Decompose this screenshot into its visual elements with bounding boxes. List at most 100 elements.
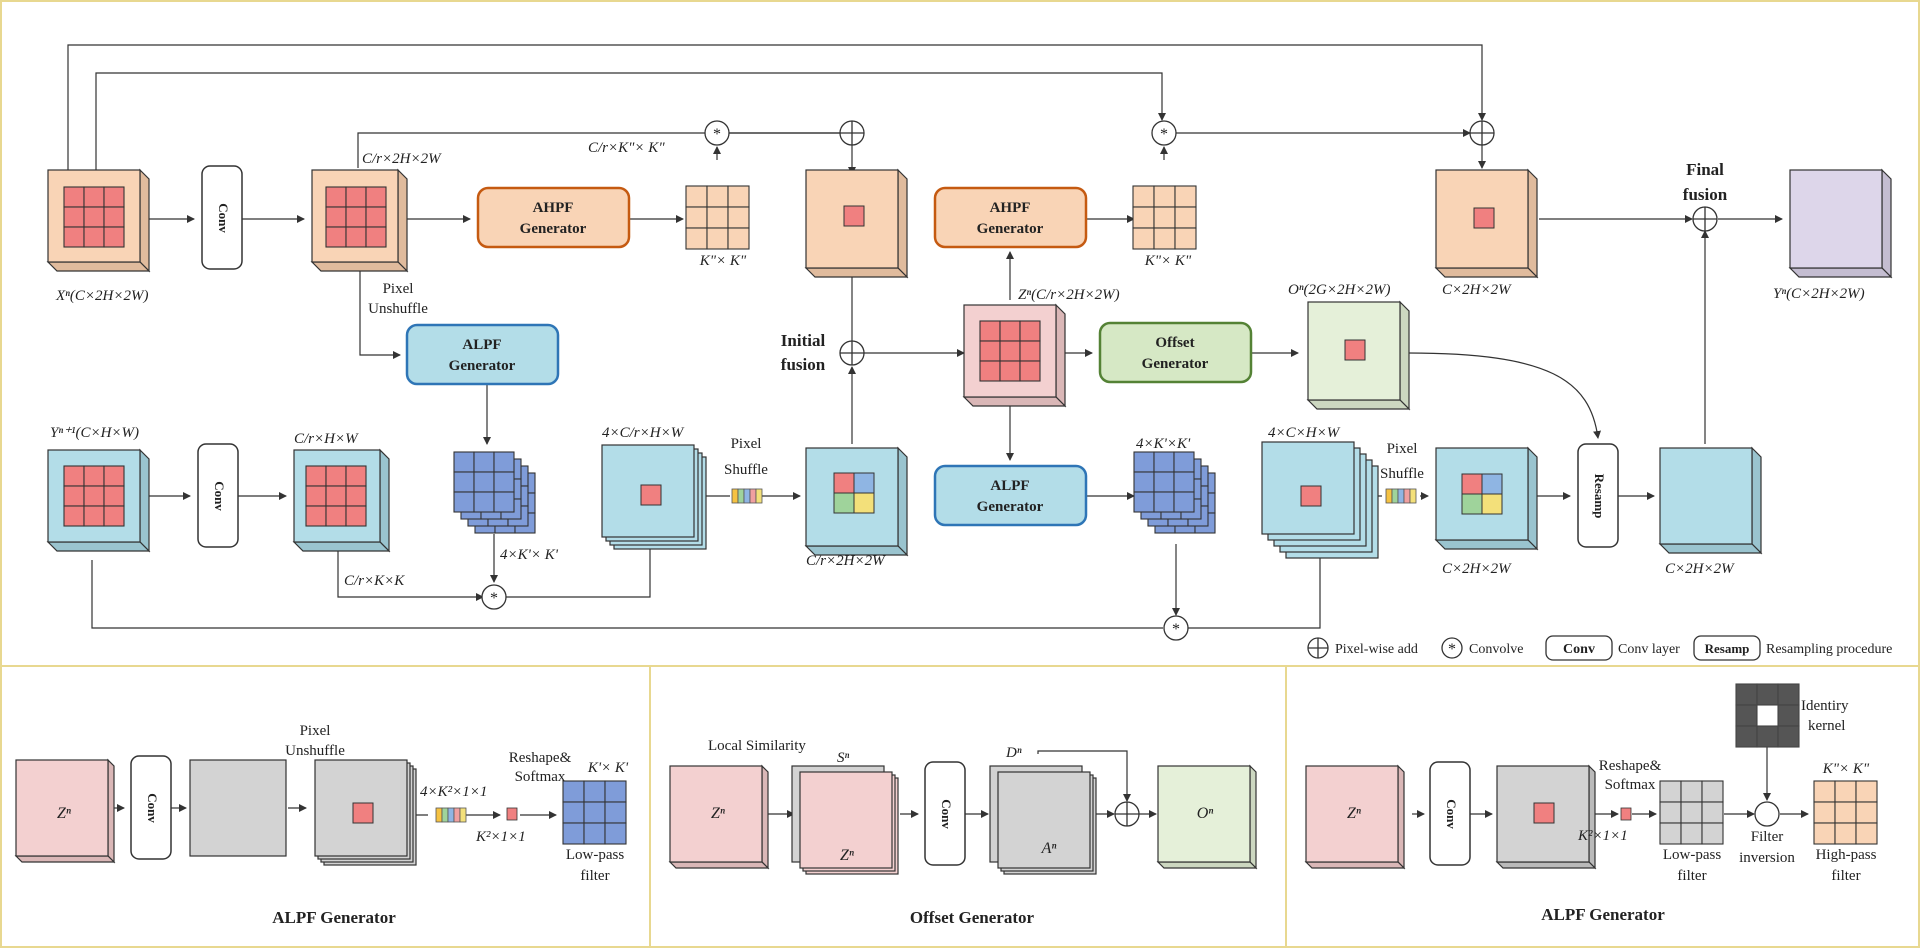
- x-input-cube-bottom: [46, 261, 151, 272]
- resampled-cube-face: [1659, 447, 1753, 545]
- kernel-alpf-stack-1-cell: [493, 491, 515, 513]
- x-input-grid-cell: [63, 226, 85, 248]
- kernel-alpf-stack-2-cell: [1133, 471, 1155, 493]
- y-next-grid-cell: [83, 465, 105, 487]
- x-input-cube-side: [139, 168, 150, 273]
- p1-lowpass-kernel-cell: [604, 801, 627, 824]
- conv-box-bottom: Conv: [197, 443, 239, 548]
- kernel-alpf-stack-1: [453, 451, 515, 513]
- o-to-resamp: [1407, 352, 1602, 439]
- y-next-cube-bottom: [46, 541, 151, 552]
- upsample-top-cube-side: [897, 168, 908, 279]
- shuffle-cubes-1-slice: [731, 488, 739, 504]
- legend-conv-desc: Conv layer: [1618, 642, 1680, 657]
- kernel-ahpf-1-cell: [727, 185, 750, 208]
- p1-channel-cubes-slice: [453, 807, 461, 823]
- pixel-shuffle-1a: Pixel: [731, 436, 762, 452]
- feat-top-grid-cell: [365, 186, 387, 208]
- p3-lowpass-kernel-cell: [1701, 822, 1724, 845]
- kernel-alpf-stack-1-cell: [473, 471, 495, 493]
- legend-convolve: Convolve: [1469, 642, 1523, 657]
- p3-softmax-cube: [1620, 807, 1632, 821]
- p1-z-label: Zⁿ: [57, 805, 71, 822]
- upsample-bottom-quad: [833, 472, 875, 514]
- feat-bottom-grid: [305, 465, 367, 527]
- four-k1-label: 4×K'× K': [500, 547, 559, 563]
- convolve-1: *: [704, 120, 730, 146]
- p1-lowpass-kernel-cell: [604, 822, 627, 845]
- p1-feat: [189, 759, 287, 857]
- legend-resamp-box: Resamp: [1705, 641, 1750, 656]
- p2-conv-label: Conv: [939, 799, 954, 829]
- p3-pixel: [1533, 802, 1555, 824]
- p3-k2-bottom: K²×1×1: [1577, 828, 1628, 844]
- feat-bottom-grid-cell: [305, 465, 327, 487]
- p1-softmax-cube: [506, 807, 518, 821]
- four-cr-pixel: [640, 484, 662, 506]
- kernel-ahpf-1-cell: [706, 185, 729, 208]
- z-cube-bottom: [962, 396, 1067, 407]
- kernel-alpf-stack-1-cell: [453, 491, 475, 513]
- p1-pixel-unshuffle-1: Pixel: [300, 723, 331, 739]
- p1-reshape-1: Reshape&: [509, 750, 572, 766]
- upsample-top-pixel: [843, 205, 865, 227]
- convolve-1-ring: [704, 120, 730, 146]
- y-next-grid-cell: [63, 465, 85, 487]
- p1-z-cube-face: [15, 759, 109, 857]
- conv-label-top: Conv: [216, 203, 231, 233]
- upsample-right-quad-q1: [1461, 473, 1483, 495]
- pixel-shuffle-1b: Shuffle: [724, 462, 768, 478]
- p3-lowpass-kernel-cell: [1680, 801, 1703, 824]
- o-cube-bottom: [1306, 399, 1411, 410]
- convolve-3-glyph: *: [1160, 126, 1168, 143]
- convolve-2-glyph: *: [490, 590, 498, 607]
- kernel-ahpf-1: [685, 185, 750, 250]
- p2-s-stack: [799, 771, 899, 875]
- c-r-h-w-label: C/r×H×W: [294, 431, 359, 447]
- kernel-ahpf-1-cell: [706, 206, 729, 229]
- p2-o-label: Oⁿ: [1197, 805, 1214, 822]
- p3-identity-kernel-cell: [1735, 704, 1758, 727]
- initial-fusion-add: [839, 340, 865, 366]
- p3-z-cube-bottom: [1304, 861, 1406, 869]
- x-input-label: Xⁿ(C×2H×2W): [55, 288, 148, 304]
- kernel-ahpf-2-cell: [1132, 206, 1155, 229]
- resampled-cube-side: [1751, 446, 1762, 555]
- kernel-alpf-stack-1-cell: [493, 451, 515, 473]
- feat-bottom-grid-cell: [325, 505, 347, 527]
- p2-z-cube: [668, 764, 770, 870]
- p2-o-cube-face: [1157, 765, 1251, 863]
- feat-to-alpf1: [359, 250, 401, 359]
- p3-lowpass-kernel-cell: [1701, 780, 1724, 803]
- panel-alpf-generator: [14, 758, 627, 866]
- p3-highpass-kernel-cell: [1813, 780, 1836, 803]
- y-next-grid-cell: [63, 505, 85, 527]
- p3-identity-kernel-cell: [1735, 683, 1758, 706]
- upsample-bottom-quad-q3: [833, 492, 855, 514]
- feat-top-grid-cell: [325, 206, 347, 228]
- feat-bottom-grid-cell: [345, 485, 367, 507]
- pixel-shuffle-2a: Pixel: [1387, 441, 1418, 457]
- alpf-gen-1-line2: Generator: [449, 358, 516, 374]
- z-cube-side: [1055, 303, 1066, 408]
- pixel-shuffle-2b: Shuffle: [1380, 466, 1424, 482]
- convolve-4-ring: [1163, 615, 1189, 641]
- p2-z-label: Zⁿ: [711, 805, 725, 822]
- kernel-alpf-stack-1-cell: [453, 471, 475, 493]
- feat-bottom-grid-cell: [305, 505, 327, 527]
- final-fusion-2: fusion: [1683, 185, 1728, 204]
- main-diagram: ****: [46, 44, 1893, 641]
- y-next-label: Yⁿ⁺¹(C×H×W): [50, 425, 139, 441]
- shuffle-cubes-1-slice: [755, 488, 763, 504]
- shuffle-cubes-1-slice: [737, 488, 745, 504]
- x-input-grid-cell: [103, 226, 125, 248]
- feat-top-grid-cell: [325, 186, 347, 208]
- shuffle-cubes-1-slice: [749, 488, 757, 504]
- p2-title: Offset Generator: [910, 908, 1035, 927]
- p3-reshape-1: Reshape&: [1599, 758, 1662, 774]
- p1-conv-box: Conv: [130, 755, 172, 860]
- feat-top-grid-cell: [365, 206, 387, 228]
- offset-generator: Offset Generator: [1098, 321, 1253, 384]
- p2-o-cube-side: [1249, 764, 1257, 870]
- p3-highpass-2: filter: [1831, 868, 1860, 884]
